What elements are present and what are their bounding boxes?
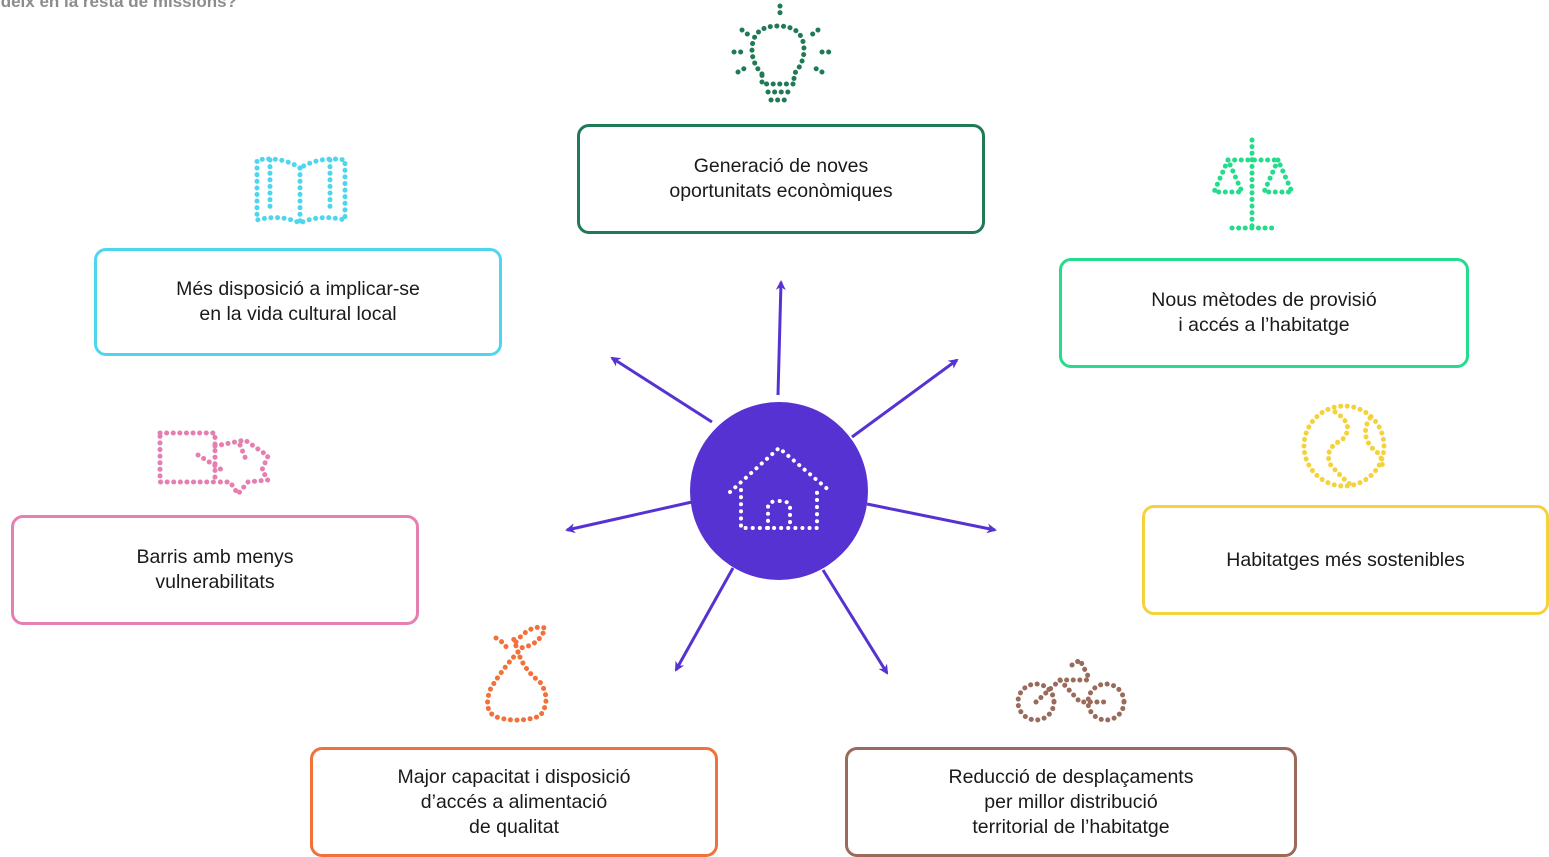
outcome-line: Barris amb menys xyxy=(136,546,294,568)
arrow-up xyxy=(775,280,786,396)
outcome-box-food: Major capacitat i disposició d’accés a a… xyxy=(310,747,718,857)
arrow-up-left xyxy=(610,356,713,424)
outcome-line: vulnerabilitats xyxy=(155,571,275,593)
house-icon xyxy=(728,446,833,530)
outcome-box-neighbourhoods: Barris amb menys vulnerabilitats xyxy=(11,515,419,625)
outcome-line: i accés a l’habitatge xyxy=(1178,314,1350,336)
outcome-line: oportunitats econòmiques xyxy=(669,180,893,202)
outcome-line: en la vida cultural local xyxy=(199,303,397,325)
page-heading: ideix en la resta de missions? xyxy=(0,0,237,11)
outcome-line: Generació de noves xyxy=(693,155,869,177)
globe-icon xyxy=(1301,403,1387,489)
center-circle xyxy=(690,402,868,580)
outcome-line: Més disposició a implicar-se xyxy=(176,278,420,300)
pear-icon xyxy=(485,624,549,723)
outcome-box-sustainable: Habitatges més sostenibles xyxy=(1142,505,1549,615)
arrow-down-left xyxy=(674,567,735,672)
book-icon xyxy=(254,156,348,226)
outcome-line: d’accés a alimentació xyxy=(420,790,608,813)
outcome-line: Habitatges més sostenibles xyxy=(1226,548,1465,571)
outcome-box-economic: Generació de noves oportunitats econòmiq… xyxy=(577,124,985,234)
arrow-left xyxy=(565,500,693,534)
bicycle-icon xyxy=(1015,656,1127,723)
outcome-box-mobility: Reducció de desplaçaments per millor dis… xyxy=(845,747,1297,857)
outcome-line: per millor distribució xyxy=(984,790,1158,813)
scale-icon xyxy=(1210,137,1296,231)
arrows xyxy=(565,280,997,675)
outcome-line: territorial de l’habitatge xyxy=(972,815,1170,838)
outcome-box-housing-methods: Nous mètodes de provisió i accés a l’hab… xyxy=(1059,258,1469,368)
arrow-right xyxy=(866,502,997,534)
outcome-line: de qualitat xyxy=(469,815,559,838)
map-icon xyxy=(157,430,273,499)
arrow-up-right xyxy=(851,358,959,439)
arrow-down-right xyxy=(821,569,889,675)
outcome-line: Reducció de desplaçaments xyxy=(948,765,1194,788)
outcome-box-culture: Més disposició a implicar-se en la vida … xyxy=(94,248,502,356)
outcome-line: Major capacitat i disposició xyxy=(397,765,631,788)
lightbulb-icon xyxy=(731,3,833,103)
outcome-line: Nous mètodes de provisió xyxy=(1151,289,1377,311)
